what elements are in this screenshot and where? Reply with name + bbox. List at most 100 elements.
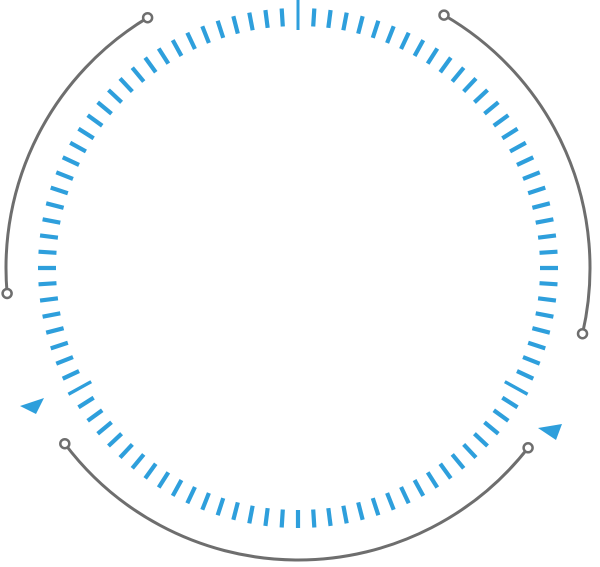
dial-tick (385, 25, 396, 44)
dial-tick (341, 12, 349, 31)
ring-endpoint-icon (59, 437, 71, 450)
dial-tick (185, 31, 197, 50)
dial-tick (86, 113, 104, 128)
dial-tick (492, 408, 510, 423)
dial-tick (107, 432, 124, 448)
ring-endpoint-icon (522, 442, 534, 454)
dial-tick (42, 217, 61, 225)
dial-tick (118, 77, 134, 94)
dial-tick (107, 88, 124, 104)
dial-tick (263, 9, 270, 29)
outer-arc-right (443, 13, 592, 335)
dial-tick (370, 497, 381, 516)
dial-tick (96, 100, 113, 116)
dial-tick (503, 380, 529, 396)
dial-tick (527, 185, 546, 196)
dial-tick (326, 507, 333, 527)
triangle-pointer-icon (538, 424, 562, 440)
dial-tick (77, 126, 95, 141)
dial-tick (200, 25, 211, 44)
dial-tick (341, 505, 349, 524)
dial-tick (425, 47, 440, 65)
dial-tick (61, 155, 80, 167)
dial-tick (50, 185, 69, 196)
dial-tick (279, 509, 285, 528)
dial-tick (537, 233, 557, 240)
dial-tick (38, 281, 57, 287)
dial-tick (86, 408, 104, 423)
dial-tick (539, 281, 558, 287)
dial-tick (200, 492, 211, 511)
dial-tick (501, 395, 519, 410)
dial-tick (356, 501, 365, 521)
dial-tick (412, 479, 426, 497)
dial-tick (450, 453, 466, 470)
dial-tick (156, 471, 171, 489)
dial-tick (438, 56, 453, 74)
dial-tick (231, 501, 240, 521)
dial-tick (472, 88, 489, 104)
tick-ring (38, 0, 558, 528)
dial-tick (537, 296, 557, 303)
dial-tick (50, 340, 69, 351)
dial-tick (143, 56, 158, 74)
dial-tick (516, 155, 535, 167)
dial-tick (42, 311, 61, 319)
dial-tick (370, 20, 381, 39)
dial-tick (501, 126, 519, 141)
dial-tick (311, 509, 317, 528)
dial-tick (170, 479, 184, 497)
dial-tick (462, 442, 478, 459)
dial-tick (412, 39, 426, 57)
ring-endpoint-icon (438, 9, 450, 21)
dial-tick (516, 369, 535, 381)
dial-tick (247, 505, 255, 524)
dial-tick (231, 15, 240, 35)
dial-tick (399, 31, 411, 50)
dial-tick (425, 471, 440, 489)
dial-tick (55, 355, 74, 366)
dial-tick (185, 486, 197, 505)
dial-tick (39, 296, 59, 303)
dial-tick (279, 8, 285, 27)
ring-endpoint-icon (141, 11, 154, 24)
dial-tick (483, 100, 500, 116)
dial-tick (438, 462, 453, 480)
dial-tick (509, 140, 527, 154)
dial-tick (535, 217, 554, 225)
outer-arc-left (4, 16, 149, 294)
dial-tick (77, 395, 95, 410)
outer-arc-bottom (63, 442, 530, 562)
dial-tick (156, 47, 171, 65)
dial-tick (535, 311, 554, 319)
dial-tick (531, 326, 551, 335)
dial-tick (45, 201, 65, 210)
dial-tick (143, 462, 158, 480)
dial-tick (45, 326, 65, 335)
dial-tick (215, 20, 226, 39)
dial-tick (539, 249, 558, 255)
dial-tick (385, 492, 396, 511)
marker-group (20, 398, 562, 440)
dial-tick (483, 420, 500, 436)
dial-tick (522, 170, 541, 181)
dial-tick (96, 420, 113, 436)
dial-tick (531, 201, 551, 210)
ring-endpoint-icon (1, 287, 13, 300)
dial-tick (527, 340, 546, 351)
dial-tick (130, 66, 146, 83)
dial-tick (462, 77, 478, 94)
ring-endpoint-icon (576, 327, 589, 340)
dial-tick (450, 66, 466, 83)
dial-tick (55, 170, 74, 181)
dial-tick (247, 12, 255, 31)
dial-tick (39, 233, 59, 240)
dial-tick (215, 497, 226, 516)
dial-tick (522, 355, 541, 366)
dial-tick (67, 380, 93, 396)
dial-tick (170, 39, 184, 57)
dial-tick (38, 249, 57, 255)
dial-tick (130, 453, 146, 470)
dial-tick (118, 442, 134, 459)
